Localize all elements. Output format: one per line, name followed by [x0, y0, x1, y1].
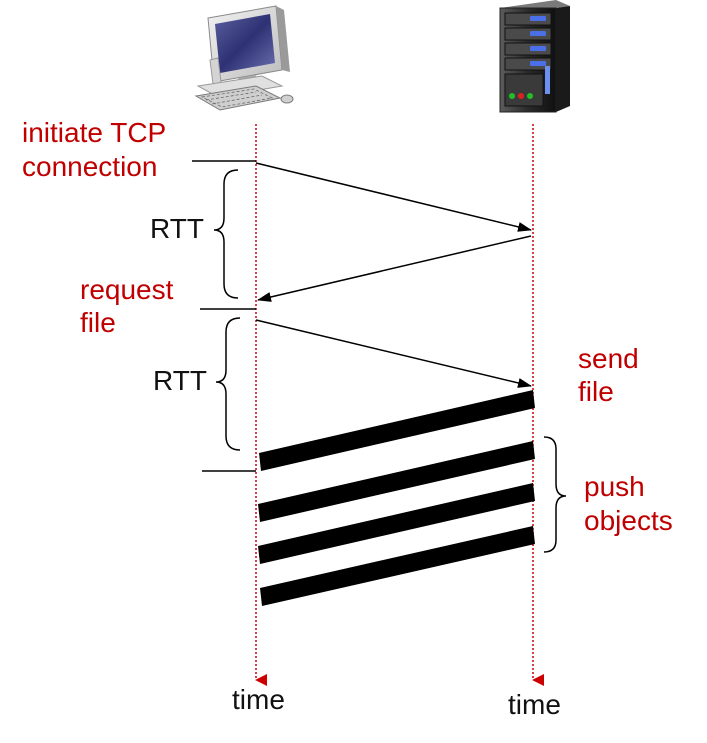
rtt-brace-1 [213, 169, 239, 299]
time-label-client: time [232, 684, 285, 715]
rtt-label-1: RTT [150, 213, 204, 244]
synack-arrow [257, 235, 532, 302]
initiate-label-line2: connection [22, 151, 158, 182]
desktop-computer-icon [194, 5, 294, 111]
push-brace [543, 436, 567, 553]
push-bar-3 [260, 526, 535, 606]
rtt-brace-2 [215, 317, 241, 451]
send-label-line2: file [578, 376, 614, 407]
push-label-line2: objects [584, 505, 673, 536]
push-label-line1: push [584, 471, 645, 502]
syn-arrow [255, 162, 532, 232]
file-bar [259, 390, 535, 471]
request-label-line2: file [80, 307, 116, 338]
push-bar-1 [258, 441, 535, 522]
request-label-line1: request [80, 274, 174, 305]
rtt-label-2: RTT [153, 365, 207, 396]
initiate-label-line1: initiate TCP [22, 117, 167, 148]
time-label-server: time [508, 689, 561, 720]
push-bar-2 [258, 483, 535, 564]
request-arrow [255, 319, 532, 388]
server-tower-icon [499, 0, 570, 113]
send-label-line1: send [578, 343, 639, 374]
